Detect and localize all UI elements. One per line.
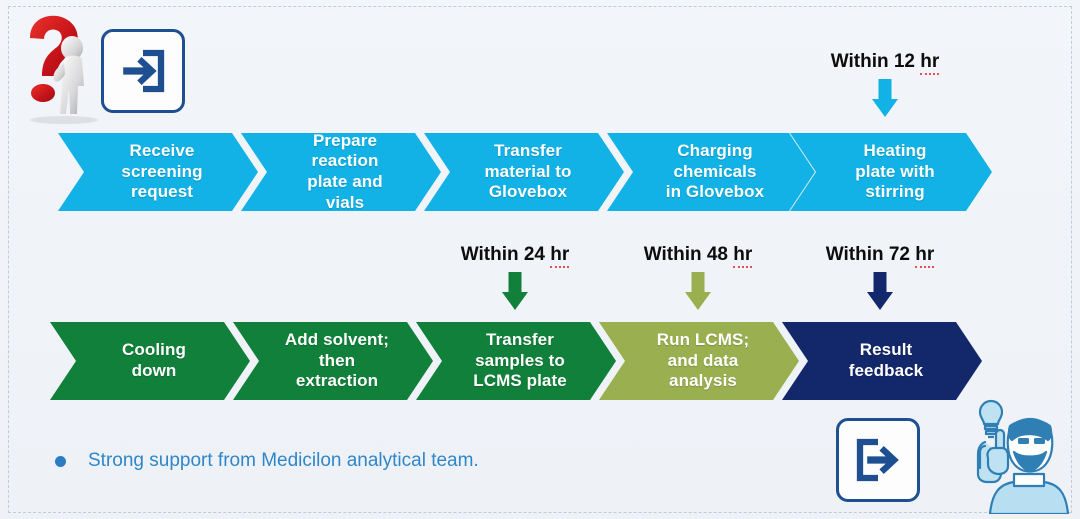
process-step-heating-plate-with-stirring[interactable]: Heating plate with stirring [790, 133, 992, 211]
process-step-label: Run LCMS; and data analysis [656, 329, 750, 391]
process-step-label: Result feedback [848, 340, 924, 380]
time-callout-label: Within 12 hr [831, 51, 940, 75]
process-step-label: Charging chemicals in Glovebox [665, 140, 765, 202]
arrow-into-box-icon [101, 29, 185, 113]
person-with-lightbulb-icon [952, 396, 1074, 516]
process-step-add-solvent-then-extraction[interactable]: Add solvent; then extraction [233, 322, 433, 400]
time-callout-within-12-hr: Within 12 hr [795, 51, 975, 117]
process-step-charging-chemicals-in-glovebox[interactable]: Charging chemicals in Glovebox [607, 133, 815, 211]
process-step-label: Cooling down [122, 340, 186, 380]
time-callout-label: Within 48 hr [644, 244, 753, 268]
process-step-result-feedback[interactable]: Result feedback [782, 322, 982, 400]
time-callout-label: Within 72 hr [826, 244, 935, 268]
time-callout-within-72-hr: Within 72 hr [790, 244, 970, 310]
time-callout-within-48-hr: Within 48 hr [608, 244, 788, 310]
process-step-cooling-down[interactable]: Cooling down [50, 322, 250, 400]
down-arrow-icon [498, 271, 532, 310]
time-callout-within-24-hr: Within 24 hr [425, 244, 605, 310]
process-step-run-lcms-and-data-analysis[interactable]: Run LCMS; and data analysis [599, 322, 799, 400]
down-arrow-icon [681, 271, 715, 310]
down-arrow-icon [868, 78, 902, 117]
process-step-transfer-material-to-glovebox[interactable]: Transfer material to Glovebox [424, 133, 624, 211]
arrow-out-of-box-icon [836, 418, 920, 502]
process-step-label: Transfer samples to LCMS plate [473, 329, 567, 391]
down-arrow-icon [863, 271, 897, 310]
process-step-label: Receive screening request [121, 140, 203, 202]
process-step-transfer-samples-to-lcms-plate[interactable]: Transfer samples to LCMS plate [416, 322, 616, 400]
footnote-text: Strong support from Medicilon analytical… [88, 450, 479, 471]
process-step-label: Transfer material to Glovebox [484, 140, 572, 202]
footnote-bullet-row: Strong support from Medicilon analytical… [55, 450, 479, 472]
process-step-label: Prepare reaction plate and vials [307, 130, 383, 212]
bullet-dot-icon [55, 455, 66, 467]
process-step-label: Add solvent; then extraction [284, 329, 390, 391]
process-step-prepare-reaction-plate-and-vials[interactable]: Prepare reaction plate and vials [241, 133, 441, 211]
question-mark-with-person-icon [12, 8, 108, 124]
process-step-receive-screening-request[interactable]: Receive screening request [58, 133, 258, 211]
process-step-label: Heating plate with stirring [855, 140, 935, 202]
time-callout-label: Within 24 hr [461, 244, 570, 268]
